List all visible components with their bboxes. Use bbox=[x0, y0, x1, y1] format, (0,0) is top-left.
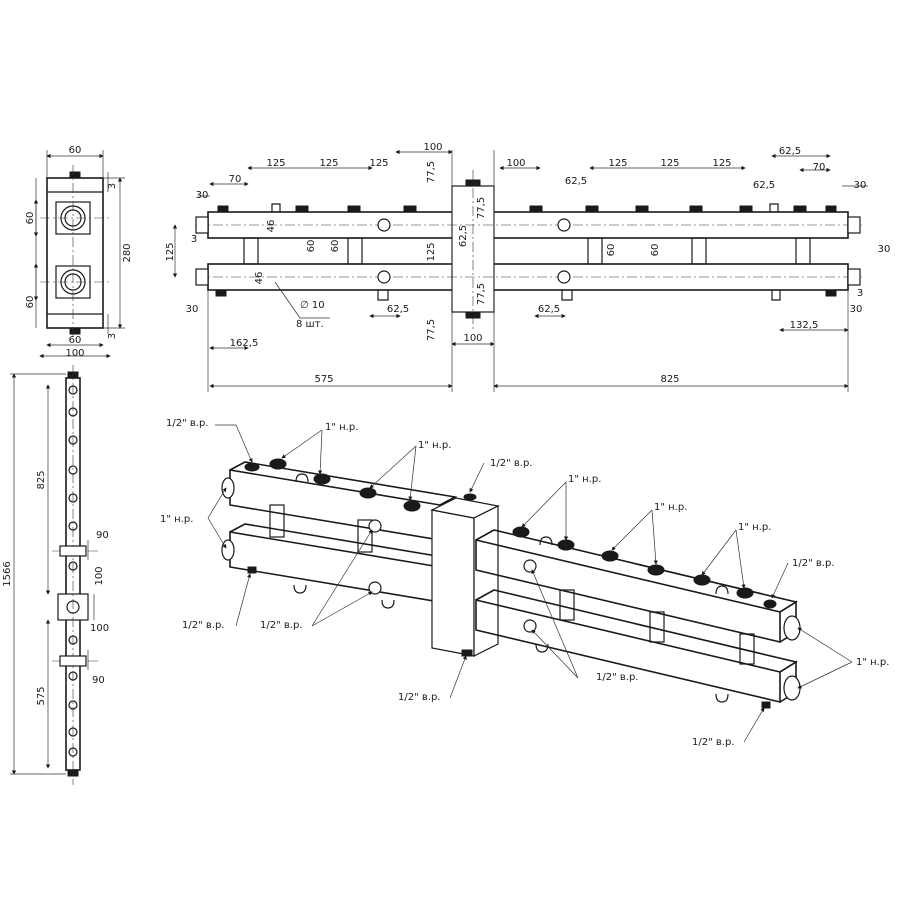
dim-100-right: 100 bbox=[506, 158, 525, 169]
dim-62-5-right-2: 62,5 bbox=[753, 180, 775, 191]
iso-label-9: 1" н.р. bbox=[738, 522, 771, 533]
dim-60-d: 60 bbox=[650, 244, 661, 257]
dim-top-width: 60 bbox=[69, 145, 82, 156]
dim-30-left: 30 bbox=[196, 190, 209, 201]
dim-100-bottom: 100 bbox=[463, 333, 482, 344]
dim-125-side: 125 bbox=[165, 242, 176, 261]
dim-lower-hub: 100 bbox=[90, 623, 109, 634]
dim-60-a: 60 bbox=[306, 240, 317, 253]
dim-30-right: 30 bbox=[854, 180, 867, 191]
iso-label-5: 1" н.р. bbox=[418, 440, 451, 451]
dim-62-5-bottom-left: 62,5 bbox=[387, 304, 409, 315]
dim-hub: 100 bbox=[94, 566, 105, 585]
dim-total: 1566 bbox=[2, 561, 13, 586]
dim-bottom-width: 60 bbox=[69, 335, 82, 346]
dim-8-pcs: 8 шт. bbox=[296, 319, 324, 330]
dim-62-5-mid: 62,5 bbox=[565, 176, 587, 187]
dim-125-b: 125 bbox=[319, 158, 338, 169]
iso-label-2: 1" н.р. bbox=[325, 422, 358, 433]
dim-46-b: 46 bbox=[254, 272, 265, 285]
dim-30-bottom-right: 30 bbox=[850, 304, 863, 315]
iso-label-3: 1" н.р. bbox=[160, 514, 193, 525]
iso-label-1: 1/2" в.р. bbox=[166, 418, 208, 429]
dim-77-5-a: 77,5 bbox=[426, 161, 437, 183]
dim-lower-spacing: 90 bbox=[92, 675, 105, 686]
front-dim-lines bbox=[172, 149, 868, 392]
dim-70-right: 70 bbox=[813, 162, 826, 173]
dim-total-width: 100 bbox=[65, 348, 84, 359]
iso-label-11: 1/2" в.р. bbox=[260, 620, 302, 631]
dim-30-bottom-left: 30 bbox=[186, 304, 199, 315]
dim-77-5-b: 77,5 bbox=[476, 197, 487, 219]
dim-diameter-10: ∅ 10 bbox=[300, 300, 325, 311]
iso-leaders bbox=[207, 424, 853, 743]
dim-3-side: 3 bbox=[191, 234, 197, 245]
dim-height: 280 bbox=[122, 243, 133, 262]
dim-70-left: 70 bbox=[229, 174, 242, 185]
vertical-view: 1566 825 90 100 100 90 575 bbox=[2, 365, 109, 785]
iso-label-8: 1/2" в.р. bbox=[792, 558, 834, 569]
dim-60-c: 60 bbox=[606, 244, 617, 257]
dim-162-5: 162,5 bbox=[230, 338, 259, 349]
dim-62-5-vertical: 62,5 bbox=[458, 225, 469, 247]
dim-upper-spacing: 90 bbox=[96, 530, 109, 541]
iso-label-4: 1/2" в.р. bbox=[490, 458, 532, 469]
dim-62-5-bottom-right: 62,5 bbox=[538, 304, 560, 315]
iso-label-13: 1" н.р. bbox=[856, 657, 889, 668]
iso-view: 1/2" в.р. 1" н.р. 1" н.р. 1/2" в.р. 1" н… bbox=[160, 418, 889, 748]
dim-125-f: 125 bbox=[712, 158, 731, 169]
iso-label-15: 1/2" в.р. bbox=[692, 737, 734, 748]
dim-46-a: 46 bbox=[266, 220, 277, 233]
top-ports bbox=[215, 179, 837, 319]
dim-125-d: 125 bbox=[608, 158, 627, 169]
dim-30-right-right: 30 bbox=[878, 244, 891, 255]
dim-125-c: 125 bbox=[369, 158, 388, 169]
iso-label-6: 1" н.р. bbox=[568, 474, 601, 485]
dim-575: 575 bbox=[314, 374, 333, 385]
dim-77-5-d: 77,5 bbox=[426, 319, 437, 341]
dim-77-5-c: 77,5 bbox=[476, 283, 487, 305]
dim-125-hub: 125 bbox=[426, 242, 437, 261]
dim-upper: 825 bbox=[36, 470, 47, 489]
iso-label-10: 1/2" в.р. bbox=[182, 620, 224, 631]
dim-60-b: 60 bbox=[330, 240, 341, 253]
dim-100-top: 100 bbox=[423, 142, 442, 153]
iso-label-14: 1/2" в.р. bbox=[596, 672, 638, 683]
dim-offset-b: 3 bbox=[107, 333, 118, 339]
side-view: 60 60 280 60 60 100 3 3 bbox=[25, 145, 133, 359]
dim-gap-bottom: 60 bbox=[25, 296, 36, 309]
dim-gap-top: 60 bbox=[25, 212, 36, 225]
dim-825: 825 bbox=[660, 374, 679, 385]
dim-lower: 575 bbox=[36, 686, 47, 705]
dim-62-5-top-right: 62,5 bbox=[779, 146, 801, 157]
dim-125-a: 125 bbox=[266, 158, 285, 169]
dim-132-5: 132,5 bbox=[790, 320, 819, 331]
dim-offset-a: 3 bbox=[107, 183, 118, 189]
iso-label-7: 1" н.р. bbox=[654, 502, 687, 513]
dim-3-bottom-right: 3 bbox=[857, 288, 863, 299]
iso-label-12: 1/2" в.р. bbox=[398, 692, 440, 703]
front-view: 100 125 125 125 100 125 125 125 62,5 70 … bbox=[165, 142, 890, 392]
dim-125-e: 125 bbox=[660, 158, 679, 169]
